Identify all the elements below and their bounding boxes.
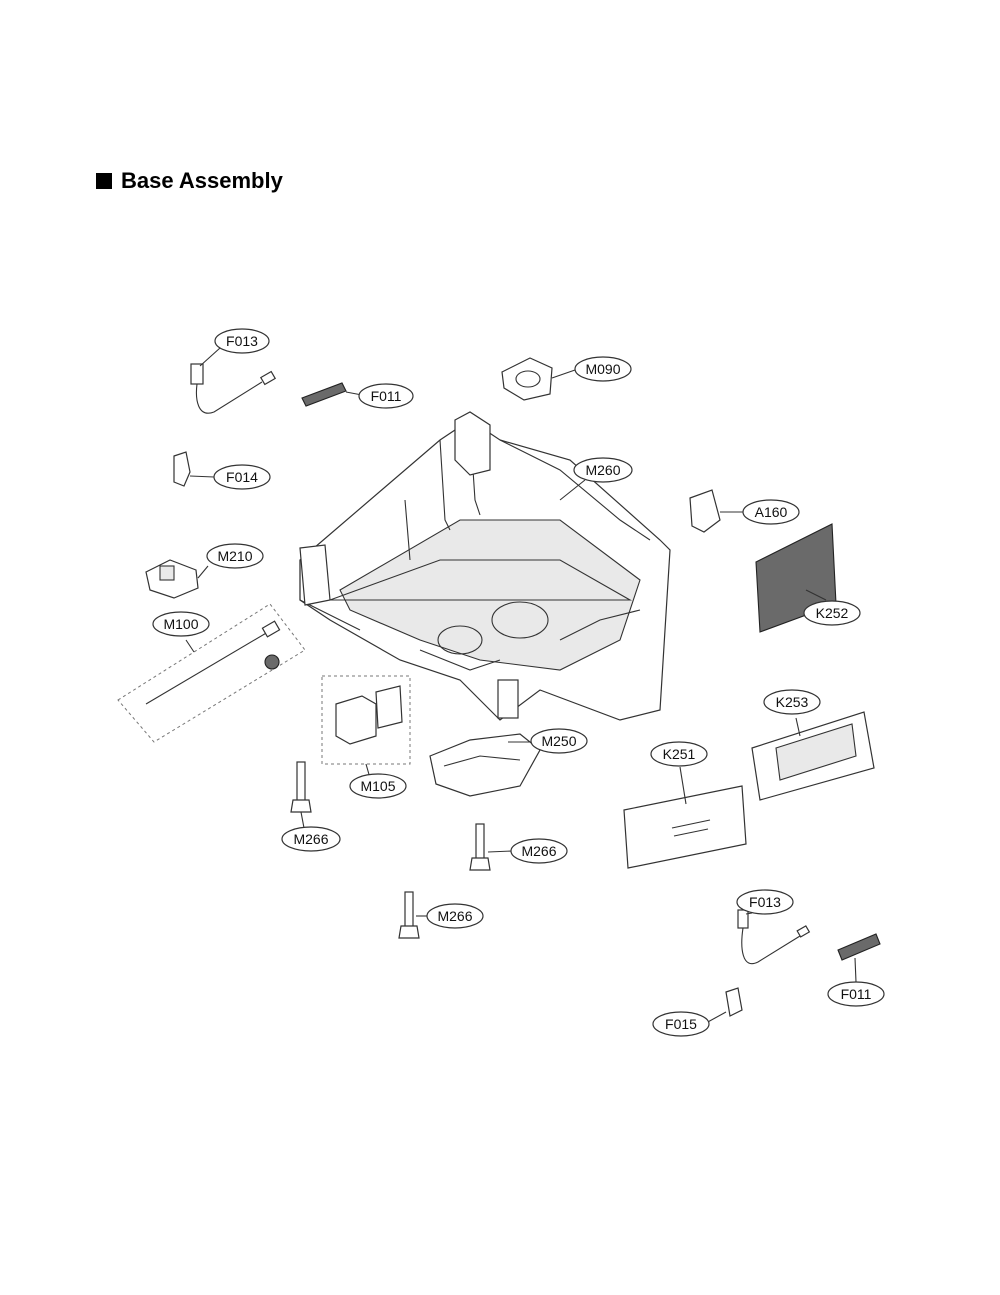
f011-spring-bottom-part bbox=[837, 933, 881, 983]
callout-f013-top: F013 bbox=[214, 328, 270, 354]
svg-text:M100: M100 bbox=[163, 616, 198, 632]
callout-f013-bottom: F013 bbox=[736, 889, 794, 915]
m210-part bbox=[145, 559, 209, 599]
svg-text:F014: F014 bbox=[226, 469, 258, 485]
callout-f015: F015 bbox=[652, 1011, 710, 1037]
svg-text:M210: M210 bbox=[217, 548, 252, 564]
a160-part bbox=[689, 489, 744, 533]
callout-m210: M210 bbox=[206, 543, 264, 569]
f013-sensor-bottom-part bbox=[737, 909, 811, 965]
svg-text:A160: A160 bbox=[755, 504, 788, 520]
svg-text:M090: M090 bbox=[585, 361, 620, 377]
f011-spring-top-part bbox=[301, 382, 363, 407]
m266-screw-a-part bbox=[290, 761, 312, 829]
f013-sensor-top-part bbox=[190, 363, 277, 414]
callout-m260: M260 bbox=[573, 457, 633, 483]
svg-text:K253: K253 bbox=[776, 694, 809, 710]
m090-part bbox=[501, 357, 553, 401]
svg-text:F011: F011 bbox=[371, 388, 402, 404]
svg-text:K251: K251 bbox=[663, 746, 696, 762]
svg-text:M266: M266 bbox=[437, 908, 472, 924]
svg-text:F013: F013 bbox=[749, 894, 781, 910]
section-heading: Base Assembly bbox=[96, 168, 283, 194]
callout-k252: K252 bbox=[803, 600, 861, 626]
svg-text:M260: M260 bbox=[585, 462, 620, 478]
callout-a160: A160 bbox=[742, 499, 800, 525]
callout-f011-bottom: F011 bbox=[827, 981, 885, 1007]
callout-m090: M090 bbox=[574, 356, 632, 382]
callout-m266-c: M266 bbox=[426, 903, 484, 929]
svg-text:F013: F013 bbox=[226, 333, 258, 349]
svg-text:M266: M266 bbox=[521, 843, 556, 859]
svg-text:M105: M105 bbox=[360, 778, 395, 794]
callout-m250: M250 bbox=[530, 728, 588, 754]
m266-screw-b-part bbox=[469, 823, 513, 871]
callout-m266-a: M266 bbox=[281, 826, 341, 852]
callout-m100: M100 bbox=[152, 611, 210, 637]
m105-part bbox=[321, 675, 411, 779]
m266-screw-c-part bbox=[398, 891, 428, 939]
callout-f011-top: F011 bbox=[358, 383, 414, 409]
callout-k251: K251 bbox=[650, 741, 708, 767]
section-title: Base Assembly bbox=[121, 168, 283, 193]
m100-part bbox=[117, 603, 306, 743]
callout-m266-b: M266 bbox=[510, 838, 568, 864]
callout-m105: M105 bbox=[349, 773, 407, 799]
svg-text:K252: K252 bbox=[816, 605, 849, 621]
svg-text:F011: F011 bbox=[841, 986, 872, 1002]
square-bullet-icon bbox=[96, 173, 112, 189]
m250-part bbox=[429, 733, 541, 797]
base-frame-part bbox=[299, 411, 671, 721]
f015-part bbox=[705, 987, 743, 1024]
svg-text:M250: M250 bbox=[541, 733, 576, 749]
callout-f014: F014 bbox=[213, 464, 271, 490]
k251-part bbox=[623, 766, 747, 869]
svg-text:M266: M266 bbox=[293, 831, 328, 847]
callout-k253: K253 bbox=[763, 689, 821, 715]
svg-text:F015: F015 bbox=[665, 1016, 697, 1032]
k253-part bbox=[751, 711, 875, 801]
f014-part bbox=[173, 451, 215, 487]
